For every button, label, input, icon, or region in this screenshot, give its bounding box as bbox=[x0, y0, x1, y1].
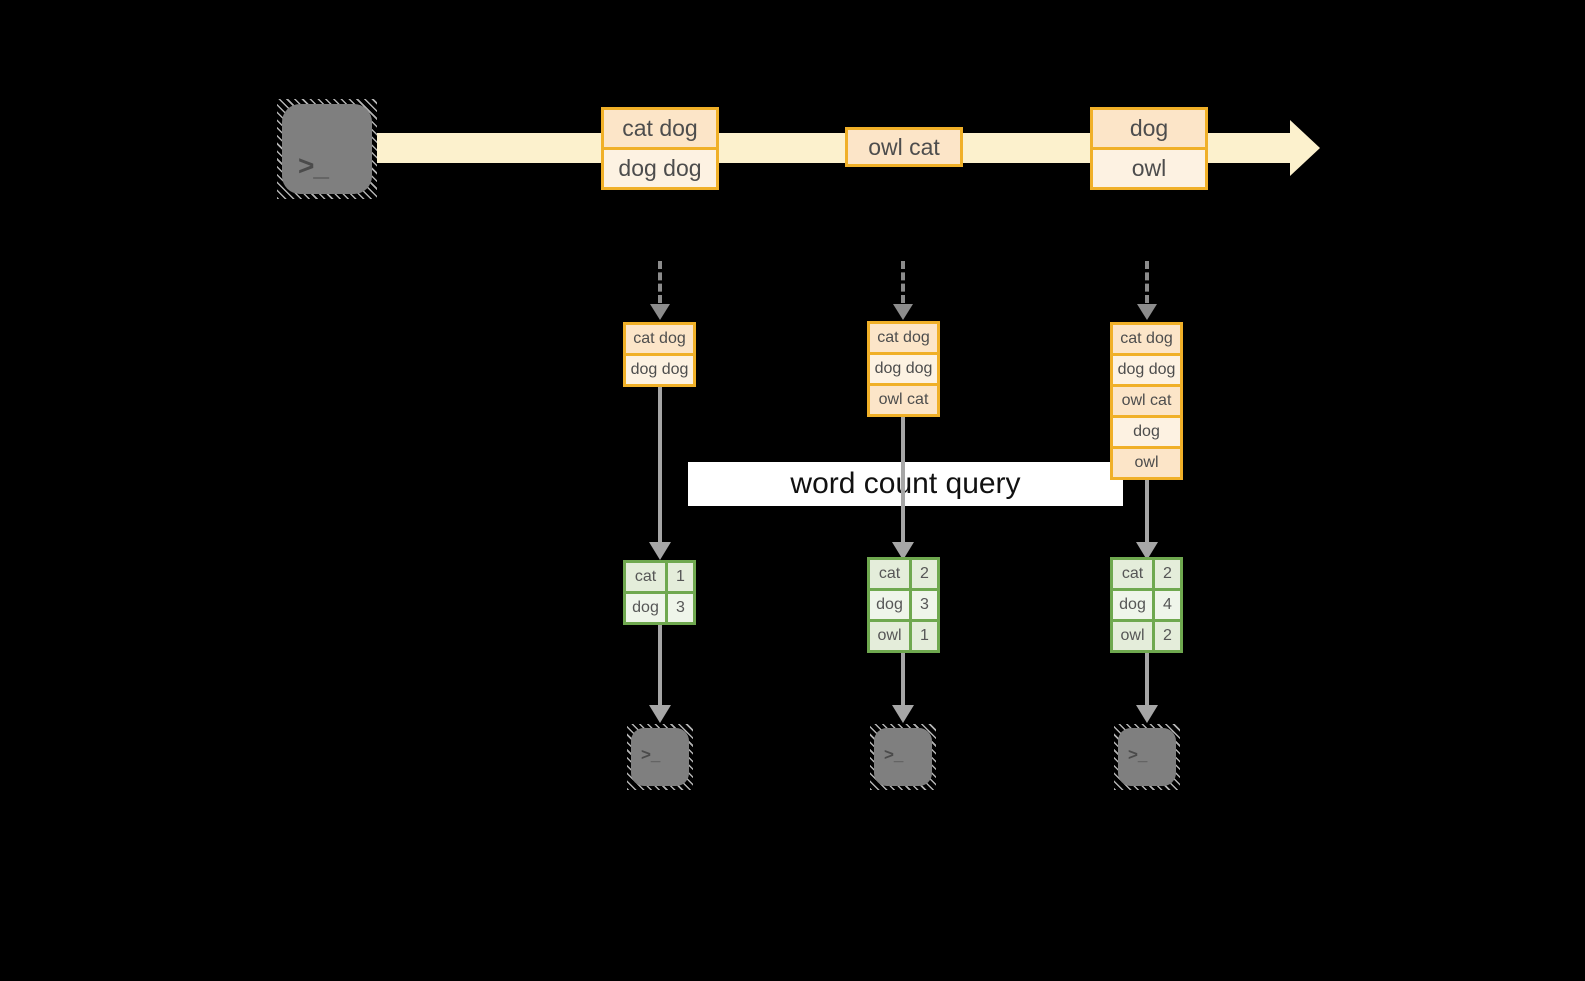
output-arrow-2 bbox=[901, 653, 905, 705]
trigger-arrow-2 bbox=[901, 261, 905, 303]
input-row: owl cat bbox=[1113, 384, 1180, 415]
output-arrow-3 bbox=[1145, 653, 1149, 705]
terminal-prompt-glyph: >_ bbox=[1118, 728, 1176, 786]
query-arrow-3 bbox=[1145, 480, 1149, 542]
input-row: cat dog bbox=[870, 324, 937, 352]
trigger-arrow-1 bbox=[658, 261, 662, 303]
stream-arrowhead-icon bbox=[1290, 120, 1320, 176]
stream-record: cat dog bbox=[604, 110, 716, 147]
output-arrowhead-2 bbox=[892, 705, 914, 723]
stream-batch-2: owl cat bbox=[845, 127, 963, 167]
console-sink-terminal-icon-1: >_ bbox=[627, 724, 693, 790]
output-arrowhead-3 bbox=[1136, 705, 1158, 723]
result-table-2: cat 2 dog 3 owl 1 bbox=[867, 557, 940, 653]
console-sink-terminal-icon-3: >_ bbox=[1114, 724, 1180, 790]
output-arrow-1 bbox=[658, 625, 662, 705]
output-arrowhead-1 bbox=[649, 705, 671, 723]
input-row: owl cat bbox=[870, 383, 937, 414]
query-arrow-2 bbox=[901, 417, 905, 542]
input-row: dog dog bbox=[870, 352, 937, 383]
query-arrowhead-2 bbox=[892, 542, 914, 560]
input-table-3: cat dog dog dog owl cat dog owl bbox=[1110, 322, 1183, 480]
query-arrow-1 bbox=[658, 387, 662, 542]
input-table-1: cat dog dog dog bbox=[623, 322, 696, 387]
input-table-2: cat dog dog dog owl cat bbox=[867, 321, 940, 417]
result-table-3: cat 2 dog 4 owl 2 bbox=[1110, 557, 1183, 653]
stream-record: owl cat bbox=[848, 130, 960, 164]
stream-batch-3: dog owl bbox=[1090, 107, 1208, 190]
result-row: dog 4 bbox=[1113, 588, 1180, 619]
input-row: cat dog bbox=[1113, 325, 1180, 353]
query-arrowhead-3 bbox=[1136, 542, 1158, 560]
terminal-prompt-glyph: >_ bbox=[631, 728, 689, 786]
trigger-arrow-3 bbox=[1145, 261, 1149, 303]
result-row: dog 3 bbox=[870, 588, 937, 619]
trigger-arrowhead-1 bbox=[650, 304, 670, 320]
input-row: cat dog bbox=[626, 325, 693, 353]
input-row: dog bbox=[1113, 415, 1180, 446]
query-label: word count query bbox=[688, 462, 1123, 506]
terminal-prompt-glyph: >_ bbox=[874, 728, 932, 786]
result-table-1: cat 1 dog 3 bbox=[623, 560, 696, 625]
stream-record: dog dog bbox=[604, 147, 716, 187]
trigger-arrowhead-2 bbox=[893, 304, 913, 320]
result-row: owl 2 bbox=[1113, 619, 1180, 650]
input-row: dog dog bbox=[626, 353, 693, 384]
terminal-prompt-glyph: >_ bbox=[282, 104, 372, 194]
result-row: owl 1 bbox=[870, 619, 937, 650]
stream-batch-1: cat dog dog dog bbox=[601, 107, 719, 190]
query-arrowhead-1 bbox=[649, 542, 671, 560]
result-row: cat 2 bbox=[1113, 560, 1180, 588]
source-terminal-icon: >_ bbox=[277, 99, 377, 199]
console-sink-terminal-icon-2: >_ bbox=[870, 724, 936, 790]
result-row: dog 3 bbox=[626, 591, 693, 622]
input-row: dog dog bbox=[1113, 353, 1180, 384]
result-row: cat 2 bbox=[870, 560, 937, 588]
result-row: cat 1 bbox=[626, 563, 693, 591]
stream-record: owl bbox=[1093, 147, 1205, 187]
input-row: owl bbox=[1113, 446, 1180, 477]
trigger-arrowhead-3 bbox=[1137, 304, 1157, 320]
stream-record: dog bbox=[1093, 110, 1205, 147]
